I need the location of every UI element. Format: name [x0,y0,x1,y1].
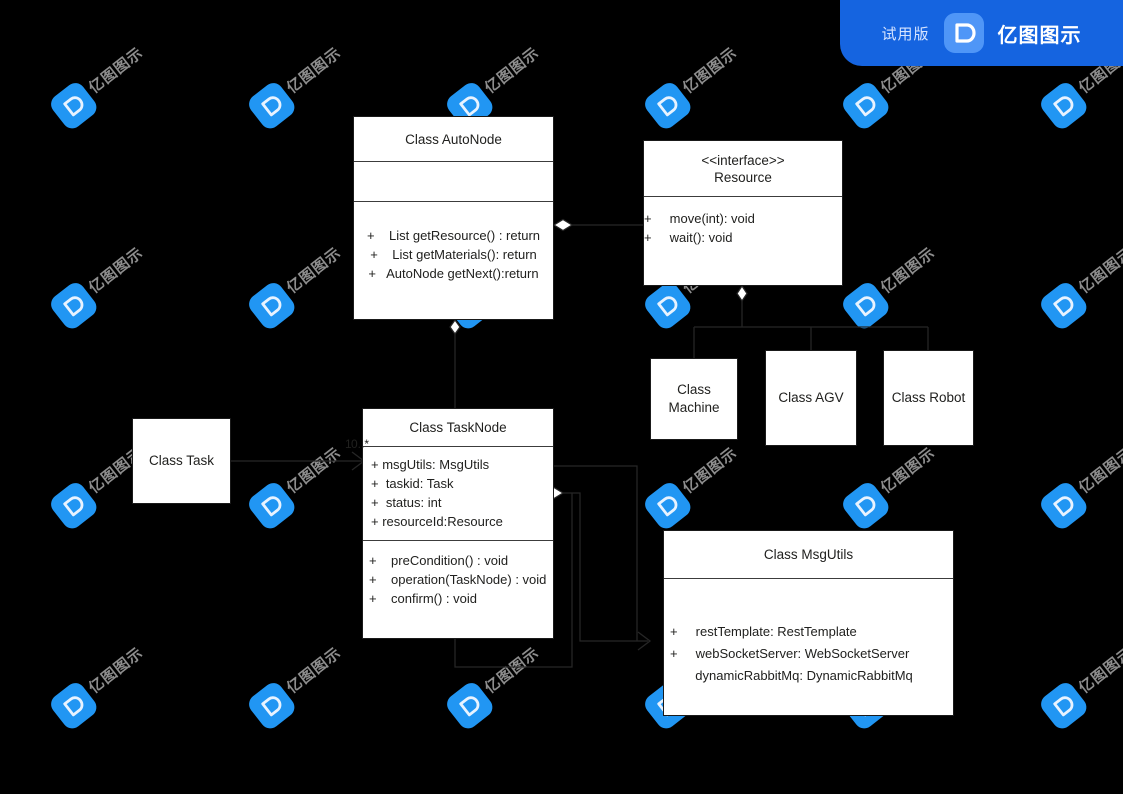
class-title-resource: <<interface>> Resource [644,141,842,196]
link-resource-bus [693,284,929,358]
method-row: + AutoNode getNext():return [368,266,539,281]
class-box-task[interactable]: Class Task [132,418,231,504]
product-name-label: 亿图图示 [997,22,1082,47]
link-tasknode-self-lower [454,493,573,668]
class-box-agv[interactable]: Class AGV [765,350,857,446]
class-attributes-tasknode: + msgUtils: MsgUtils + taskid: Task + st… [363,446,553,540]
multiplicity-source: 1 [345,437,352,451]
class-attributes-msgutils: + restTemplate: RestTemplate + webSocket… [664,578,953,717]
method-row: + List getMaterials(): return [370,247,537,262]
class-title-autonode: Class AutoNode [405,131,502,147]
attribute-row: + status: int [371,495,442,510]
class-title-robot: Class Robot [891,390,966,405]
link-tasknode-self-upper [554,465,638,641]
edraw-logo-icon [943,13,984,53]
method-row: + List getResource() : return [366,228,541,243]
class-methods-autonode: + List getResource() : return + List get… [354,201,553,319]
class-box-machine[interactable]: Class Machine [650,358,738,440]
attribute-row: dynamicRabbitMq: DynamicRabbitMq [670,668,913,683]
class-attributes-autonode [354,161,553,201]
method-row: + wait(): void [644,230,733,245]
class-box-robot[interactable]: Class Robot [883,350,974,446]
trial-brand-banner: 试用版 亿图图示 [840,0,1123,66]
class-box-msgutils[interactable]: Class MsgUtils + restTemplate: RestTempl… [663,530,954,716]
attribute-row: + msgUtils: MsgUtils [371,457,490,472]
link-autonode-resource [552,218,643,232]
class-title-msgutils: Class MsgUtils [763,547,854,562]
class-methods-tasknode: + preCondition() : void + operation(Task… [363,540,553,639]
class-title-task: Class Task [148,453,215,468]
stereotype-label: <<interface>> [701,152,785,168]
trial-label: 试用版 [881,24,930,43]
class-title-machine: Class Machine [668,382,720,415]
class-box-autonode[interactable]: Class AutoNode + List getResource() : re… [353,116,554,320]
method-row: + confirm() : void [369,591,477,606]
method-row: + preCondition() : void [369,553,509,568]
class-box-tasknode[interactable]: Class TaskNode + msgUtils: MsgUtils + ta… [362,408,554,639]
attribute-row: + resourceId:Resource [371,514,503,529]
class-methods-resource: + move(int): void + wait(): void [644,196,842,286]
method-row: + operation(TaskNode) : void [369,572,547,587]
link-task-tasknode [231,451,366,471]
method-row: + move(int): void [644,211,755,226]
attribute-row: + restTemplate: RestTemplate [670,624,857,639]
attribute-row: + webSocketServer: WebSocketServer [670,646,910,661]
class-title-agv: Class AGV [778,390,844,405]
class-title-tasknode: Class TaskNode [409,420,507,435]
multiplicity-target: 0..* [351,437,370,451]
class-box-resource[interactable]: <<interface>> Resource + move(int): void… [643,140,843,286]
class-name-label: Resource [714,169,772,185]
link-autonode-tasknode [449,318,461,408]
link-tasknode-msgutils [543,486,652,651]
attribute-row: + taskid: Task [371,476,454,491]
